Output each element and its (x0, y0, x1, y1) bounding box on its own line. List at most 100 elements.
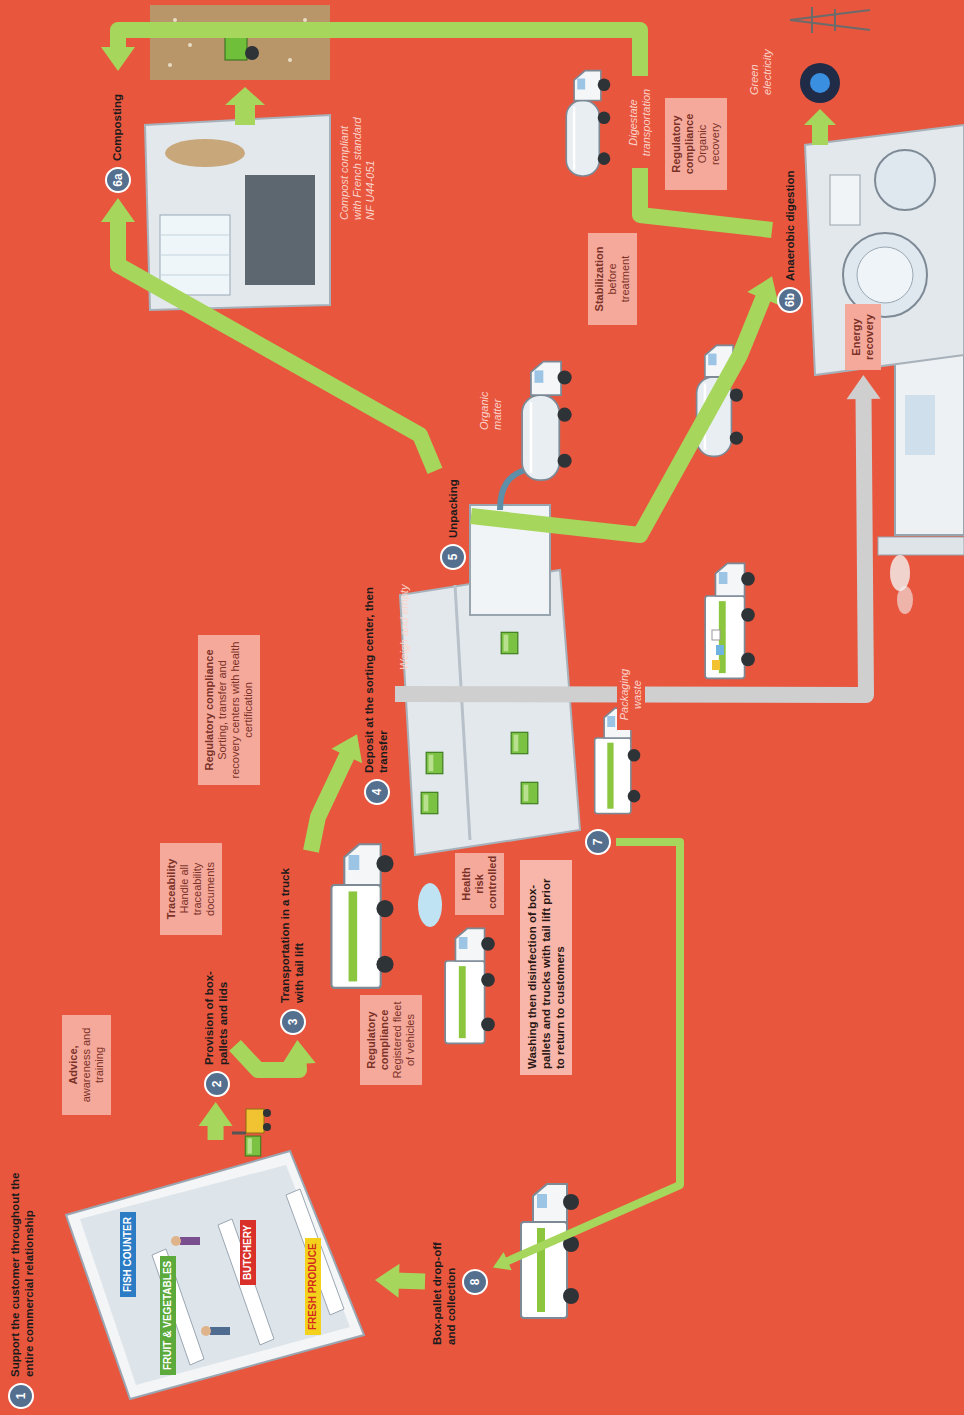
crate (421, 792, 438, 813)
step-heading: Unpacking (446, 458, 460, 538)
flow-arrow (311, 734, 362, 851)
tanker-truck (566, 71, 610, 176)
compost-dot (168, 63, 172, 67)
plant-building (830, 175, 860, 225)
callout-box: Energy recovery (845, 304, 881, 370)
compost-dot (173, 18, 177, 22)
shopper-head (171, 1236, 181, 1246)
note-label: Green electricity (748, 25, 774, 95)
callout-text: Sorting, transfer and recovery centers w… (216, 641, 255, 779)
step-node: 1 Support the customer throughout the ent… (8, 1167, 36, 1409)
step-number: 8 (462, 1269, 488, 1295)
digestion-platform (805, 125, 964, 375)
step-node: 7 (585, 829, 611, 855)
tractor-wheel (245, 46, 259, 60)
flow-label: Digestate transportation (626, 77, 654, 169)
store-outline (60, 1145, 370, 1405)
step-number: 4 (364, 779, 390, 805)
truck (705, 563, 755, 678)
crate (511, 732, 528, 753)
store-wall (66, 1151, 364, 1399)
step-heading: Provision of box-pallets and lids (202, 953, 230, 1065)
step-heading: Composting (110, 76, 124, 161)
forklift-mast (232, 1132, 246, 1135)
step-number: 6a (105, 167, 131, 193)
step-number: 6b (777, 287, 803, 313)
flow-line (118, 30, 772, 230)
store-floor (80, 1165, 350, 1385)
composting-platform (145, 115, 330, 310)
smoke (890, 555, 910, 591)
forklift-wheel (263, 1109, 271, 1117)
flow-arrow (493, 842, 680, 1270)
callout-text: Organic recovery (696, 104, 722, 184)
note-label: Compost compliant with French standard N… (338, 110, 377, 220)
callout-box: Regulatory complianceSorting, transfer a… (198, 635, 260, 785)
crate (501, 632, 518, 653)
callout-text: Handle all traceability documents (178, 849, 217, 929)
truck (445, 928, 495, 1043)
step-heading: Support the customer throughout the enti… (8, 1167, 36, 1377)
step-number: 2 (204, 1071, 230, 1097)
packaging-item (712, 660, 720, 670)
callout-heading: Advice, (67, 1021, 80, 1109)
digester-dome (857, 247, 913, 303)
packaging-item (712, 630, 720, 640)
step-node: 3Transportation in a truck with tail lif… (278, 853, 306, 1035)
shopper (180, 1237, 200, 1245)
arrow-head (282, 1040, 316, 1065)
callout-heading: Traceability (165, 849, 178, 929)
power-pylon (790, 7, 870, 33)
step-node: 2 Provision of box-pallets and lids (202, 953, 230, 1097)
callout-box: Stabilizationbefore treatment (588, 233, 637, 325)
compost-pile (165, 139, 245, 167)
chimney (878, 537, 964, 555)
callout-box: Advice,awareness and training (62, 1015, 111, 1115)
callout-text: Registered fleet of vehicles (391, 1001, 417, 1079)
arrow-head (375, 1264, 400, 1298)
flow-arrow-deco (225, 87, 265, 125)
callout-text: Washing then disinfection of box-pallets… (525, 866, 567, 1069)
step-number: 1 (8, 1383, 34, 1409)
step-number: 3 (280, 1009, 306, 1035)
smoke (897, 586, 913, 614)
step-node: 6a Composting (105, 76, 131, 193)
flow-arrow (101, 30, 772, 230)
callout-box: Regulatory complianceOrganic recovery (665, 98, 727, 190)
process-box: Washing then disinfection of box-pallets… (520, 860, 572, 1075)
callout-text: before treatment (606, 239, 632, 319)
counter (218, 1219, 274, 1345)
packaging-item (716, 645, 724, 655)
callout-text: Health risk controlled (460, 859, 499, 909)
step-node: 6bAnaerobic digestion (777, 151, 803, 313)
greenhouse (160, 215, 230, 295)
flow-arrow (375, 1264, 425, 1298)
callout-heading: Regulatory compliance (365, 1001, 391, 1079)
shopper (210, 1327, 230, 1335)
callout-text: Energy recovery (850, 310, 876, 364)
tanker-truck (522, 362, 572, 481)
callout-box: TraceabilityHandle all traceability docu… (160, 843, 222, 935)
compost-dot (188, 43, 192, 47)
callout-text: awareness and training (80, 1021, 106, 1109)
forklift (246, 1109, 264, 1133)
shop-sign: FISH COUNTER (120, 1212, 136, 1297)
flow-arrow (199, 1102, 233, 1140)
gas-flame-core (810, 73, 830, 93)
field (150, 5, 330, 80)
note-label: Weigh and empty (398, 575, 411, 670)
greenhouse-frame (160, 275, 230, 276)
flow-arrow (235, 1040, 316, 1070)
callout-heading: Stabilization (593, 239, 606, 319)
digester-tank (875, 150, 935, 210)
compost-cover (245, 175, 315, 285)
washing-spray (418, 883, 442, 927)
greenhouse-frame (160, 255, 230, 256)
flow-line (311, 752, 349, 852)
step-node: 4 Deposit at the sorting center, then tra… (362, 583, 390, 805)
callout-heading: Regulatory compliance (203, 641, 216, 779)
flow-line (471, 294, 765, 535)
platform-rail (455, 585, 470, 840)
crate (245, 1136, 260, 1156)
step-heading: Deposit at the sorting center, then tran… (362, 583, 390, 773)
